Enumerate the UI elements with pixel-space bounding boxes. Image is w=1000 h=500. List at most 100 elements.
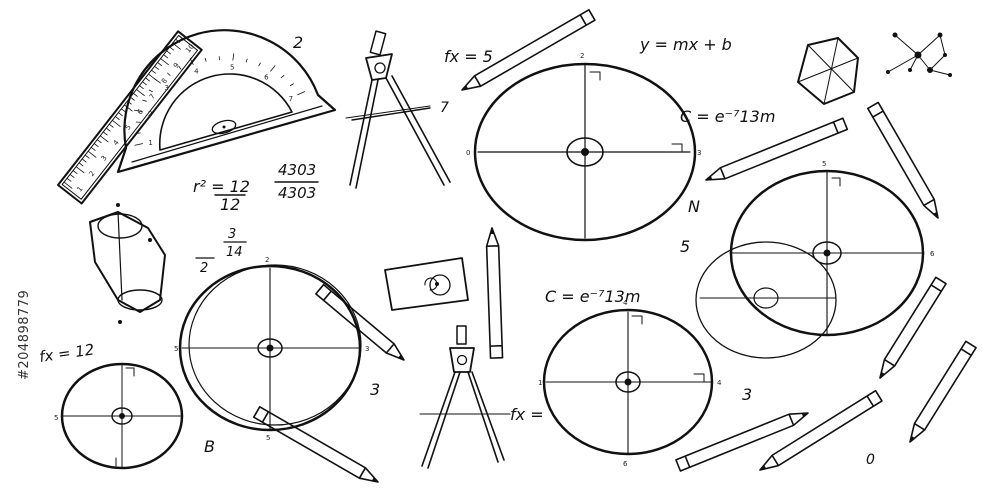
formula-4303-bottom: 4303 — [278, 184, 316, 202]
ruler-tick-mark — [105, 127, 111, 132]
ruler-tick-mark — [142, 81, 147, 86]
formula-fx-12: fx = 12 — [38, 340, 95, 366]
protractor-tick-mark — [297, 91, 306, 96]
protractor-tick-label: 4 — [194, 67, 199, 75]
protractor-tick-mark — [232, 53, 235, 61]
protractor-tick-mark — [154, 78, 161, 84]
ruler-tick-mark — [66, 177, 72, 182]
ruler-tick-mark — [120, 108, 126, 113]
ruler-tick-mark — [63, 181, 73, 189]
ruler-tick-mark — [81, 158, 87, 163]
circle-drawing-center: 2 3 0 — [466, 52, 701, 242]
compass-drawing-bottom — [419, 325, 511, 469]
protractor-tick-mark — [134, 143, 144, 146]
label-b: B — [204, 437, 215, 456]
protractor-tick-mark — [148, 89, 153, 93]
ruler-tick-mark — [102, 131, 108, 136]
circle-drawing-bottom-center: 4 4 1 6 — [538, 299, 722, 468]
hexagon-drawing — [797, 37, 859, 105]
formula-3: 3 — [228, 227, 236, 242]
circle-bottom-center-tick-bottom: 6 — [623, 460, 628, 468]
protractor-tick-mark — [134, 109, 143, 112]
ruler-tick-mark — [139, 85, 144, 90]
ruler-tick-mark — [133, 92, 138, 97]
ruler-tick-mark — [72, 170, 78, 175]
formula-12: 12 — [220, 195, 240, 214]
protractor-tick-mark — [167, 72, 171, 76]
ruler-tick-mark — [93, 143, 99, 147]
protractor-tick-label: 1 — [148, 139, 152, 147]
ruler-tick-mark — [178, 34, 184, 39]
ruler-tick-mark — [96, 139, 102, 144]
ruler-tick-label: 9 — [172, 61, 181, 69]
ruler-tick-mark — [169, 46, 174, 51]
stock-watermark-id: #204898779 — [17, 290, 32, 380]
ruler-tick-mark — [75, 166, 85, 174]
ruler-tick-label: 5 — [124, 123, 133, 131]
circle-bottom-center-tick-top: 4 — [623, 299, 628, 307]
ruler-tick-mark — [87, 150, 97, 158]
protractor-tick-label: 2 — [148, 110, 152, 118]
label-zero: 0 — [866, 452, 875, 468]
formula-2: 2 — [200, 261, 208, 276]
ruler-tick-label: 6 — [136, 107, 145, 116]
ruler-tick-mark — [108, 123, 114, 128]
circle-center-tick-right: 3 — [697, 149, 701, 157]
protractor-tick-mark — [142, 99, 147, 102]
compass-drawing-top — [345, 30, 451, 189]
note-card-drawing — [384, 257, 469, 311]
circle-drawing-left-middle: 2 3 5 5 — [174, 256, 369, 442]
ruler-tick-label: 4 — [112, 138, 121, 147]
ruler-tick-label: 3 — [100, 154, 109, 162]
circle-bottom-center-tick-left: 1 — [538, 379, 542, 387]
pencil-drawing-4 — [485, 227, 504, 359]
circle-bottom-center-tick-right: 4 — [717, 379, 722, 387]
ruler-tick-mark — [90, 146, 96, 151]
ruler-tick-label: 1 — [76, 185, 85, 193]
formula-14: 14 — [226, 245, 243, 260]
ruler-tick-mark — [69, 173, 75, 178]
ruler-tick-mark — [130, 96, 135, 101]
formula-4303-top: 4303 — [278, 161, 316, 179]
protractor-tick-label: 3 — [165, 84, 169, 92]
label-two-protractor: 2 — [293, 33, 303, 52]
label-three-left: 3 — [370, 380, 380, 399]
protractor-tick-mark — [270, 65, 276, 72]
protractor-tick-mark — [258, 62, 261, 67]
label-three-bottom-center: 3 — [742, 385, 752, 404]
protractor-tick-label: 7 — [289, 95, 293, 103]
ruler-tick-mark — [111, 119, 121, 127]
ruler-tick-mark — [157, 62, 162, 66]
ruler-tick-label: 10 — [184, 43, 196, 55]
ruler-tick-mark — [160, 58, 169, 66]
formula-r2-12: r² = 12 — [193, 177, 250, 196]
pencil-drawing-9 — [315, 283, 405, 361]
protractor-tick-mark — [289, 83, 294, 87]
formula-fx-bottom: fx = — [510, 405, 544, 424]
protractor-tick-label: 6 — [264, 73, 269, 81]
ruler-tick-mark — [163, 54, 168, 59]
protractor-tick-mark — [189, 58, 194, 65]
circle-bottom-left-tick-left: 5 — [54, 414, 58, 422]
pencil-drawing-2 — [705, 117, 849, 181]
ruler-tick-mark — [99, 135, 109, 143]
label-n: N — [688, 197, 700, 216]
pencil-drawing-6 — [909, 340, 977, 443]
pencil-drawing-5 — [879, 276, 947, 379]
circle-drawing-right: 5 6 — [729, 160, 935, 337]
circle-center-tick-left: 0 — [466, 149, 470, 157]
circle-center-tick-top: 2 — [580, 52, 584, 60]
ruler-tick-mark — [78, 162, 84, 167]
formula-c-e-13m-top: C = e⁻⁷13m — [680, 107, 775, 126]
pencil-drawing-10 — [252, 406, 379, 483]
ruler-tick-mark — [84, 154, 90, 159]
ruler-tick-mark — [151, 69, 156, 74]
pencil-drawing-7 — [759, 389, 883, 471]
circle-left-middle-tick-left: 5 — [174, 345, 178, 353]
circle-right-tick-right: 6 — [930, 250, 935, 258]
formula-y-mx-b: y = mx + b — [639, 35, 732, 54]
label-seven: 7 — [440, 100, 449, 116]
